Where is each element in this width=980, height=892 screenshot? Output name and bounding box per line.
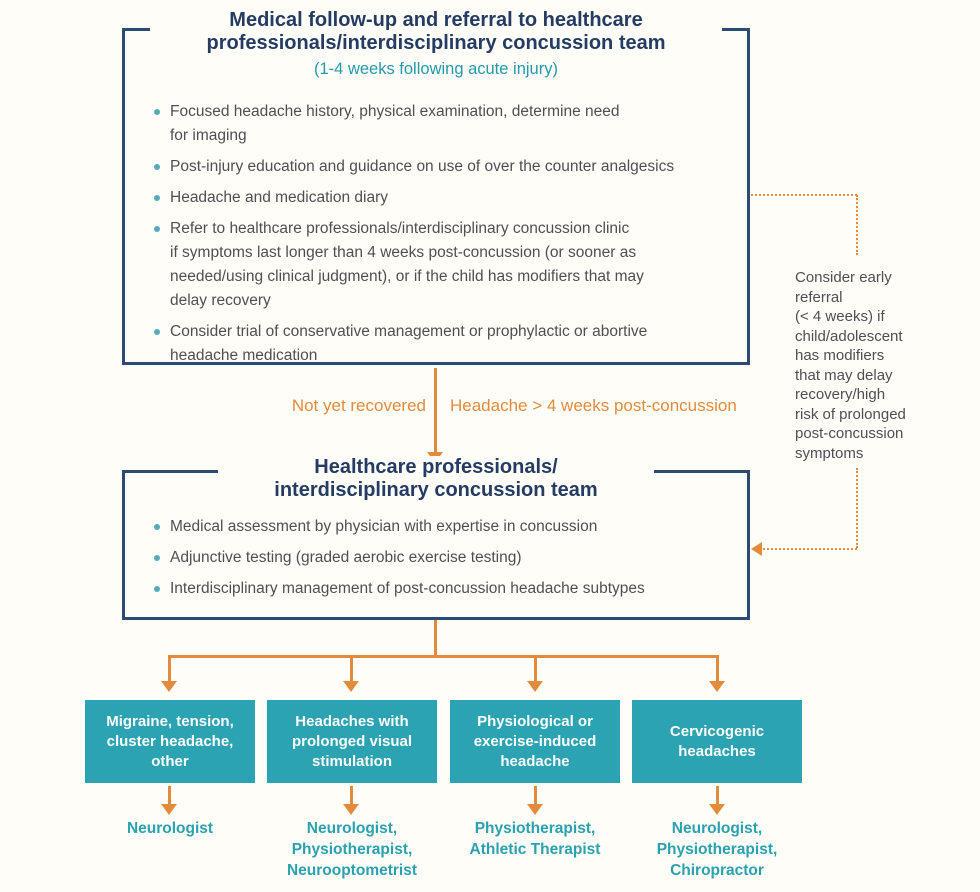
- bullet-item: Post-injury education and guidance on us…: [151, 155, 736, 179]
- bullet-item: Headache and medication diary: [151, 186, 736, 210]
- bullet-icon: [154, 195, 160, 201]
- dotted-connector-upper-vertical: [856, 195, 858, 255]
- bullet-text: Interdisciplinary management of post-con…: [170, 580, 645, 597]
- bullet-icon: [154, 109, 160, 115]
- bullet-text: Focused headache history, physical exami…: [170, 103, 620, 144]
- initial-followup-box: Medical follow-up and referral to health…: [122, 9, 750, 365]
- bullet-text: Medical assessment by physician with exp…: [170, 518, 598, 535]
- transition-label-right: Headache > 4 weeks post-concussion: [450, 396, 737, 415]
- referral-arrow-line: [350, 786, 353, 804]
- bullet-item: Adjunctive testing (graded aerobic exerc…: [151, 546, 736, 570]
- box2-title-line1: Healthcare professionals/: [314, 456, 558, 478]
- specialist-physiological: Physiotherapist, Athletic Therapist: [469, 820, 601, 858]
- bullet-icon: [154, 226, 160, 232]
- concussion-team-header: Healthcare professionals/ interdisciplin…: [218, 456, 654, 502]
- box2-title-line2: interdisciplinary concussion team: [274, 479, 598, 501]
- specialist-migraine: Neurologist: [126, 820, 214, 837]
- subtype-box-cervicogenic: Cervicogenic headaches: [632, 700, 802, 783]
- referral-arrow-down-icon: [527, 804, 543, 815]
- bullet-item: Medical assessment by physician with exp…: [151, 515, 736, 539]
- box1-bullet-list: Focused headache history, physical exami…: [151, 100, 736, 375]
- referral-arrow-line: [168, 786, 171, 804]
- tree-drop-line: [716, 655, 719, 681]
- bullet-icon: [154, 586, 160, 592]
- referral-arrow-down-icon: [709, 804, 725, 815]
- bullet-item: Interdisciplinary management of post-con…: [151, 577, 736, 601]
- bullet-text: Consider trial of conservative managemen…: [170, 323, 648, 364]
- referral-arrow-down-icon: [343, 804, 359, 815]
- box1-title-line2: professionals/interdisciplinary concussi…: [206, 32, 666, 54]
- branch-arrow-down-icon: [527, 681, 543, 692]
- specialist-cervicogenic: Neurologist, Physiotherapist, Chiropract…: [656, 820, 778, 879]
- flow-arrow-line: [434, 368, 437, 452]
- subtype-box-migraine: Migraine, tension, cluster headache, oth…: [85, 700, 255, 783]
- dotted-connector-top-horizontal: [751, 194, 857, 196]
- tree-drop-line: [350, 655, 353, 681]
- referral-arrow-down-icon: [161, 804, 177, 815]
- bullet-item: Refer to healthcare professionals/interd…: [151, 217, 736, 313]
- tree-drop-line: [534, 655, 537, 681]
- bullet-icon: [154, 164, 160, 170]
- subtype-box-visual: Headaches with prolonged visual stimulat…: [267, 700, 437, 783]
- early-referral-note: Consider early referral (< 4 weeks) if c…: [795, 269, 906, 462]
- subtype-box-physiological: Physiological or exercise-induced headac…: [450, 700, 620, 783]
- box2-bullet-list: Medical assessment by physician with exp…: [151, 515, 736, 608]
- bullet-item: Focused headache history, physical exami…: [151, 100, 736, 148]
- bullet-text: Adjunctive testing (graded aerobic exerc…: [170, 549, 522, 566]
- bullet-text: Headache and medication diary: [170, 189, 388, 206]
- bullet-icon: [154, 329, 160, 335]
- tree-horizontal-bar: [168, 655, 719, 658]
- dotted-connector-lower-vertical: [856, 468, 858, 548]
- referral-arrow-line: [534, 786, 537, 804]
- tree-stem-line: [434, 620, 437, 655]
- branch-arrow-down-icon: [343, 681, 359, 692]
- bullet-icon: [154, 524, 160, 530]
- initial-followup-header: Medical follow-up and referral to health…: [150, 9, 722, 79]
- referral-arrow-line: [716, 786, 719, 804]
- branch-arrow-down-icon: [161, 681, 177, 692]
- box1-timeframe: (1-4 weeks following acute injury): [314, 60, 558, 78]
- box1-title-line1: Medical follow-up and referral to health…: [229, 9, 643, 31]
- bullet-text: Refer to healthcare professionals/interd…: [170, 220, 644, 309]
- bullet-item: Consider trial of conservative managemen…: [151, 320, 736, 368]
- dotted-connector-bottom-horizontal: [763, 548, 857, 550]
- bullet-text: Post-injury education and guidance on us…: [170, 158, 675, 175]
- concussion-team-box: Healthcare professionals/ interdisciplin…: [122, 456, 750, 620]
- dotted-arrow-left-icon: [751, 542, 762, 556]
- branch-arrow-down-icon: [709, 681, 725, 692]
- tree-drop-line: [168, 655, 171, 681]
- transition-label-left: Not yet recovered: [291, 396, 426, 415]
- bullet-icon: [154, 555, 160, 561]
- specialist-visual: Neurologist, Physiotherapist, Neurooptom…: [286, 820, 418, 879]
